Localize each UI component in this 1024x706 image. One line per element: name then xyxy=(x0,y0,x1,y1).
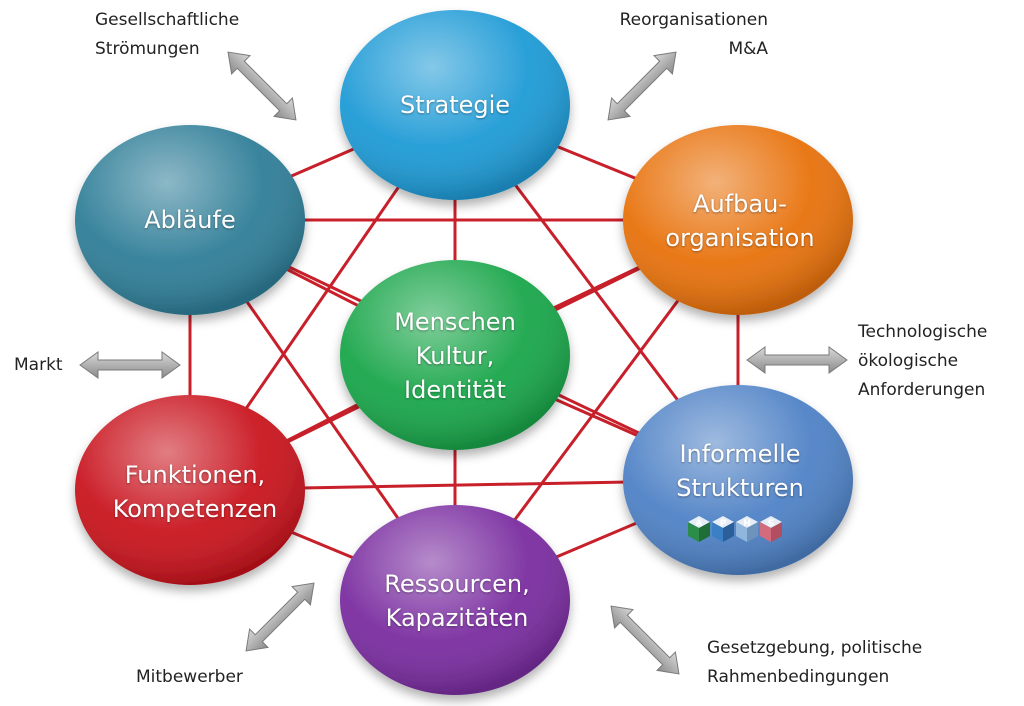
label-reorganisationen-line: M&A xyxy=(728,39,768,59)
node-informelle xyxy=(623,385,853,575)
label-reorganisationen-line: Reorganisationen xyxy=(619,10,768,30)
node-label-menschen-line: Menschen xyxy=(394,308,516,336)
logo-cube-h: H xyxy=(736,516,758,542)
node-aufbau xyxy=(623,125,853,315)
node-strategie xyxy=(340,10,570,200)
node-label-menschen-line: Kultur, xyxy=(415,342,495,370)
node-label-ablaeufe: Abläufe xyxy=(105,203,275,237)
arrow-gesellschaft-icon xyxy=(227,51,297,121)
node-label-funktionen-line: Kompetenzen xyxy=(112,495,278,523)
node-label-informelle-strukturen-line: Strukturen xyxy=(676,474,804,502)
label-gesellschaftliche-stroemungen-line: Gesellschaftliche xyxy=(95,10,240,30)
dimension-nodes xyxy=(75,10,853,695)
node-label-strategie-line: Strategie xyxy=(399,91,511,119)
node-label-aufbauorganisation: Aufbau-organisation xyxy=(650,187,830,255)
node-gloss-strategie xyxy=(340,10,570,200)
logo-letter: H xyxy=(743,519,751,529)
node-label-aufbauorganisation-line: organisation xyxy=(665,224,815,252)
node-gloss-informelle xyxy=(623,385,853,575)
influence-arrows xyxy=(79,51,848,675)
node-funktionen xyxy=(75,395,305,585)
label-mitbewerber: Mitbewerber xyxy=(136,663,243,692)
logo-cube-p: P xyxy=(712,516,734,542)
arrow-technologie-icon xyxy=(746,346,848,374)
node-gloss-menschen xyxy=(340,260,570,450)
arrow-gesetz-icon xyxy=(610,605,680,675)
node-gloss-ressourcen xyxy=(340,505,570,695)
label-mitbewerber-line: Mitbewerber xyxy=(136,667,243,687)
node-label-menschen-line: Identität xyxy=(404,376,506,404)
node-label-aufbauorganisation-line: Aufbau- xyxy=(693,190,787,218)
label-markt-line: Markt xyxy=(14,355,63,375)
arrow-reorg-icon xyxy=(607,51,677,121)
arrow-mitbewerber-icon xyxy=(245,582,315,652)
label-technologische-anforderungen-line: Anforderungen xyxy=(858,380,986,400)
node-gloss-aufbau xyxy=(623,125,853,315)
node-ablaeufe xyxy=(75,125,305,315)
logo-letter: P xyxy=(720,519,727,529)
label-markt: Markt xyxy=(14,351,63,380)
node-label-funktionen: Funktionen, Kompetenzen xyxy=(95,458,295,526)
label-gesellschaftliche-stroemungen-line: Strömungen xyxy=(95,39,200,59)
node-label-ressourcen: Ressourcen, Kapazitäten xyxy=(362,567,552,635)
node-gloss-ablaeufe xyxy=(75,125,305,315)
label-technologische-anforderungen-line: Technologische xyxy=(858,322,988,342)
arrow-markt-icon xyxy=(79,351,181,379)
node-label-ablaeufe-line: Abläufe xyxy=(144,206,236,234)
logo-cube-a: A xyxy=(688,516,710,542)
node-label-ressourcen-line: Kapazitäten xyxy=(385,604,529,632)
node-gloss-funktionen xyxy=(75,395,305,585)
label-technologische-anforderungen-line: ökologische xyxy=(858,351,959,371)
node-label-strategie: Strategie xyxy=(370,88,540,122)
label-gesetzgebung-line: Rahmenbedingungen xyxy=(707,667,890,687)
node-menschen xyxy=(340,260,570,450)
node-label-funktionen-line: Funktionen, xyxy=(124,461,266,489)
node-label-ressourcen-line: Ressourcen, xyxy=(384,570,530,598)
logo-cube-s: S xyxy=(760,516,782,542)
node-label-informelle-strukturen-line: Informelle xyxy=(679,440,801,468)
logo-letter: S xyxy=(768,519,774,529)
node-ressourcen xyxy=(340,505,570,695)
logo-letter: A xyxy=(696,519,703,529)
label-gesetzgebung-line: Gesetzgebung, politische xyxy=(707,638,923,658)
